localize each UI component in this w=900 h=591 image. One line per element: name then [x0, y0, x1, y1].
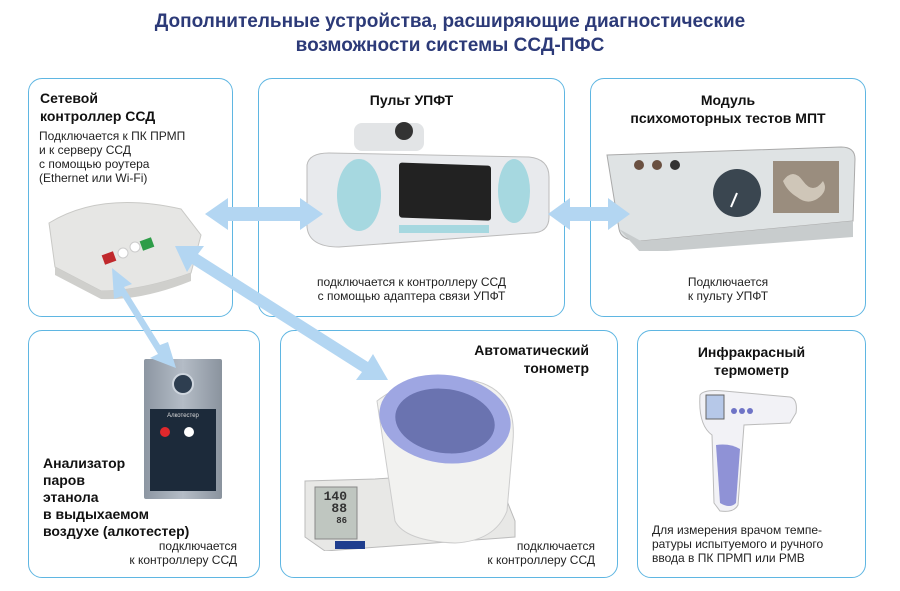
upft-console-device: [306, 122, 550, 248]
white-button-icon: [184, 427, 194, 437]
upft-title: Пульт УПФТ: [369, 92, 454, 108]
diagram-title: Дополнительные устройства, расширяющие д…: [0, 10, 900, 58]
upft-panel: Пульт УПФТ подключается к контроллеру СС…: [258, 78, 565, 317]
tonometer-device: [304, 374, 516, 551]
title-line-2: возможности системы ССД-ПФС: [295, 35, 605, 56]
network-controller-device: [48, 202, 202, 300]
mpt-module-device: [606, 146, 856, 251]
red-button-icon: [160, 427, 170, 437]
title-line-1: Дополнительные устройства, расширяющие д…: [154, 11, 746, 32]
thermometer-desc: Для измерения врачом темпе-ратуры испыту…: [652, 523, 824, 565]
thermometer-device: [699, 390, 797, 512]
alcotester-label: Алкотестер: [167, 413, 199, 419]
